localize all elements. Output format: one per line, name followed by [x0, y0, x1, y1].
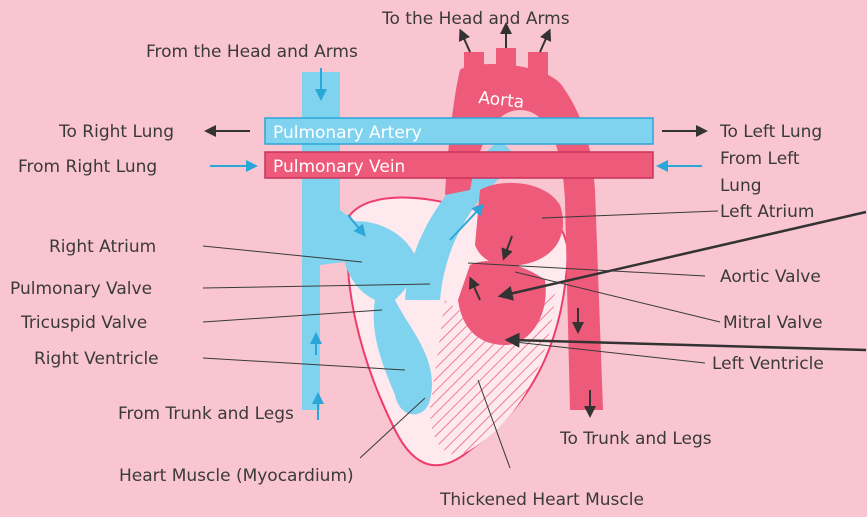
- label-mitral-valve: Mitral Valve: [723, 313, 823, 333]
- label-to-right-lung: To Right Lung: [58, 122, 174, 142]
- label-from-left-lung-1: From Left: [720, 149, 800, 169]
- aorta-branch-3: [528, 52, 548, 82]
- label-to-head-arms: To the Head and Arms: [381, 9, 570, 29]
- label-from-left-lung-2: Lung: [720, 176, 762, 196]
- pointer-arrow-ventricle: [512, 340, 866, 350]
- label-right-atrium: Right Atrium: [49, 237, 156, 257]
- label-from-right-lung: From Right Lung: [18, 157, 157, 177]
- label-left-ventricle: Left Ventricle: [712, 354, 824, 374]
- pulmonary-vein-label: Pulmonary Vein: [273, 157, 405, 177]
- aorta-branch-2: [496, 48, 516, 78]
- label-thickened-muscle: Thickened Heart Muscle: [439, 490, 644, 510]
- label-from-trunk-legs: From Trunk and Legs: [118, 404, 294, 424]
- label-tricuspid-valve: Tricuspid Valve: [20, 313, 147, 333]
- label-to-trunk-legs: To Trunk and Legs: [559, 429, 712, 449]
- pulmonary-artery-label: Pulmonary Artery: [273, 123, 422, 143]
- label-right-ventricle: Right Ventricle: [34, 349, 159, 369]
- aorta-branch-1: [464, 52, 484, 82]
- arrow-to-head-1: [462, 34, 470, 52]
- label-to-left-lung: To Left Lung: [719, 122, 822, 142]
- label-aortic-valve: Aortic Valve: [720, 267, 821, 287]
- label-from-head-arms: From the Head and Arms: [146, 42, 358, 62]
- label-left-atrium: Left Atrium: [720, 202, 814, 222]
- label-heart-muscle: Heart Muscle (Myocardium): [119, 466, 354, 486]
- arrow-to-head-3: [540, 34, 548, 52]
- label-pulmonary-valve: Pulmonary Valve: [10, 279, 152, 299]
